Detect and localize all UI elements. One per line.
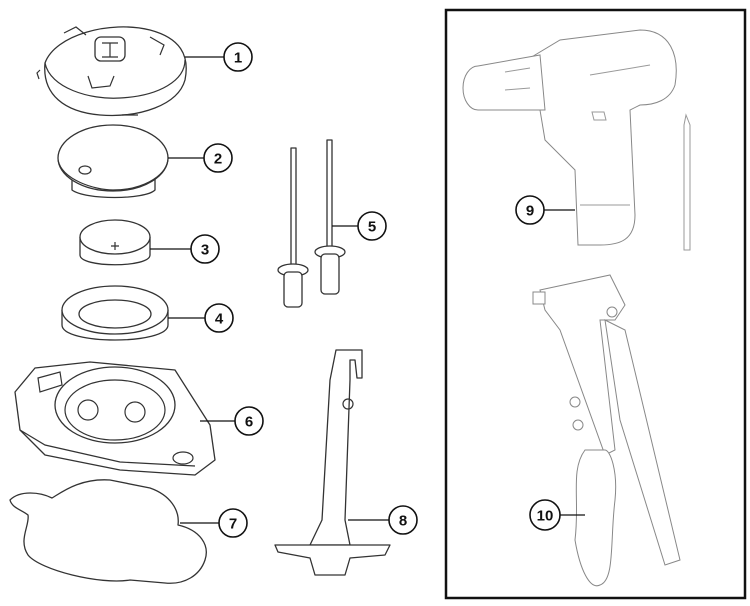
callout-9: 9 [515,195,545,225]
svg-text:2: 2 [214,151,222,168]
svg-text:9: 9 [526,203,534,220]
svg-text:4: 4 [215,311,224,328]
part-8-opening-tool [274,349,391,576]
part-5-rivets [277,139,346,308]
svg-text:6: 6 [245,414,253,431]
callout-3: 3 [190,234,220,264]
svg-text:8: 8 [399,513,407,530]
svg-text:3: 3 [201,242,209,259]
callout-5: 5 [357,211,387,241]
part-2-sensor-unit [57,124,169,199]
callout-1: 1 [223,42,253,72]
callout-6: 6 [234,406,264,436]
part-1-cover [36,26,187,117]
part-3-battery [79,219,151,266]
callout-7: 7 [218,508,248,538]
callout-10: 10 [529,499,561,531]
svg-text:7: 7 [229,516,237,533]
svg-text:10: 10 [537,508,554,525]
part-7-adhesive-pad [9,479,207,584]
part-4-seal-ring [61,285,169,341]
part-10-rivet-gun [532,274,681,587]
part-6-mounting-base [14,361,216,476]
svg-text:5: 5 [368,219,376,236]
callout-4: 4 [204,303,234,333]
tools-frame [444,8,747,600]
leader-lines [150,56,585,524]
part-9-drill [462,29,691,251]
callout-2: 2 [203,143,233,173]
callout-8: 8 [388,505,418,535]
svg-text:1: 1 [234,50,242,67]
